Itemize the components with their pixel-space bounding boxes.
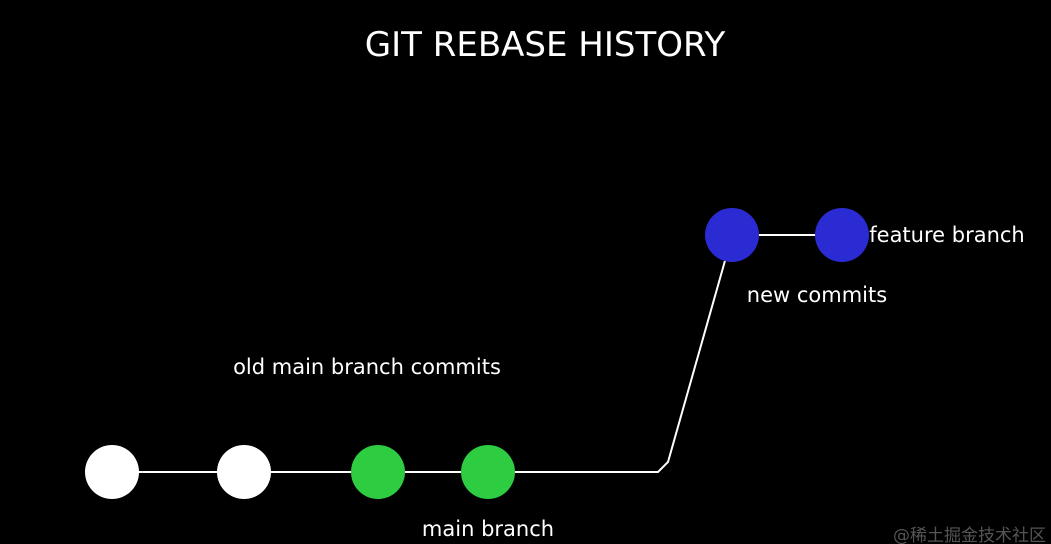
commit-node-new-1 xyxy=(705,208,759,262)
commit-node-main-1 xyxy=(351,445,405,499)
commit-node-main-2 xyxy=(461,445,515,499)
watermark: @稀土掘金技术社区 xyxy=(893,526,1046,544)
commit-node-old-1 xyxy=(85,445,139,499)
label-new-commits: new commits xyxy=(747,283,887,307)
label-feature-branch: feature branch xyxy=(869,223,1025,247)
commit-node-old-2 xyxy=(217,445,271,499)
commit-node-new-2 xyxy=(815,208,869,262)
edge-main2-new1 xyxy=(488,235,733,473)
label-main-branch: main branch xyxy=(422,517,554,541)
diagram-title: GIT REBASE HISTORY xyxy=(365,25,726,65)
label-old-main-commits: old main branch commits xyxy=(233,355,501,379)
